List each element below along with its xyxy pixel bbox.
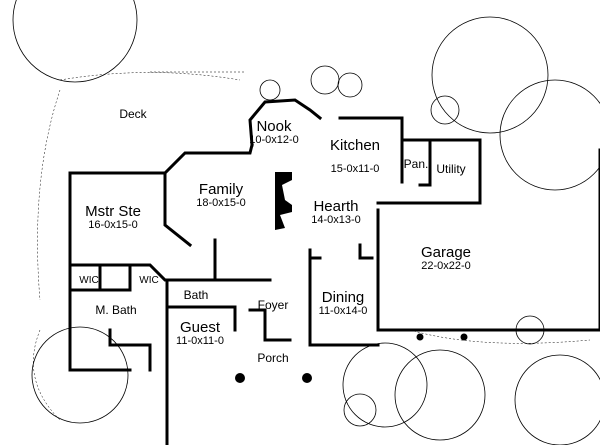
room-wic-left: WIC bbox=[79, 275, 99, 286]
room-size: 18-0x15-0 bbox=[196, 196, 246, 209]
garage-light-icon bbox=[460, 333, 468, 341]
room-wic-right: WIC bbox=[139, 275, 159, 286]
garage-light-icon bbox=[416, 333, 424, 341]
walls bbox=[68, 98, 600, 445]
room-name: Guest bbox=[179, 319, 221, 336]
room-size: 22-0x22-0 bbox=[421, 259, 471, 272]
room-hearth: Hearth 14-0x13-0 bbox=[311, 199, 361, 226]
room-utility: Utility bbox=[436, 162, 466, 176]
shrub-borders bbox=[33, 72, 591, 421]
room-guest: Guest 11-0x11-0 bbox=[176, 320, 224, 347]
room-size: 10-0x12-0 bbox=[249, 133, 299, 146]
room-kitchen: Kitchen 15-0x11-0 bbox=[330, 138, 380, 175]
room-master-suite: Mstr Ste 16-0x15-0 bbox=[85, 204, 141, 231]
room-name: Mstr Ste bbox=[85, 203, 141, 220]
room-name: Garage bbox=[420, 244, 472, 261]
room-porch: Porch bbox=[257, 351, 289, 365]
room-name: Hearth bbox=[313, 198, 359, 215]
room-size: 11-0x11-0 bbox=[176, 334, 224, 347]
room-name: Nook bbox=[256, 118, 292, 135]
room-pantry: Pan. bbox=[403, 157, 429, 171]
porch-column-icon bbox=[235, 373, 245, 383]
landscape-trees bbox=[12, 0, 600, 445]
porch-column-icon bbox=[302, 373, 312, 383]
room-bath: Bath bbox=[183, 288, 209, 302]
room-name: Kitchen bbox=[329, 137, 381, 154]
room-size: 14-0x13-0 bbox=[311, 213, 361, 226]
room-master-bath: M. Bath bbox=[95, 303, 137, 317]
room-size: 16-0x15-0 bbox=[88, 218, 138, 231]
room-size: 11-0x14-0 bbox=[318, 304, 368, 317]
room-garage: Garage 22-0x22-0 bbox=[421, 245, 471, 272]
room-name: Family bbox=[198, 181, 244, 198]
room-dining: Dining 11-0x14-0 bbox=[319, 290, 368, 317]
room-name: Dining bbox=[321, 289, 365, 306]
fireplace-icon bbox=[275, 172, 292, 230]
room-family: Family 18-0x15-0 bbox=[196, 182, 246, 209]
room-deck: Deck bbox=[119, 107, 147, 121]
room-nook: Nook 10-0x12-0 bbox=[249, 119, 299, 146]
room-size: 15-0x11-0 bbox=[330, 162, 380, 175]
room-foyer: Foyer bbox=[257, 298, 289, 312]
